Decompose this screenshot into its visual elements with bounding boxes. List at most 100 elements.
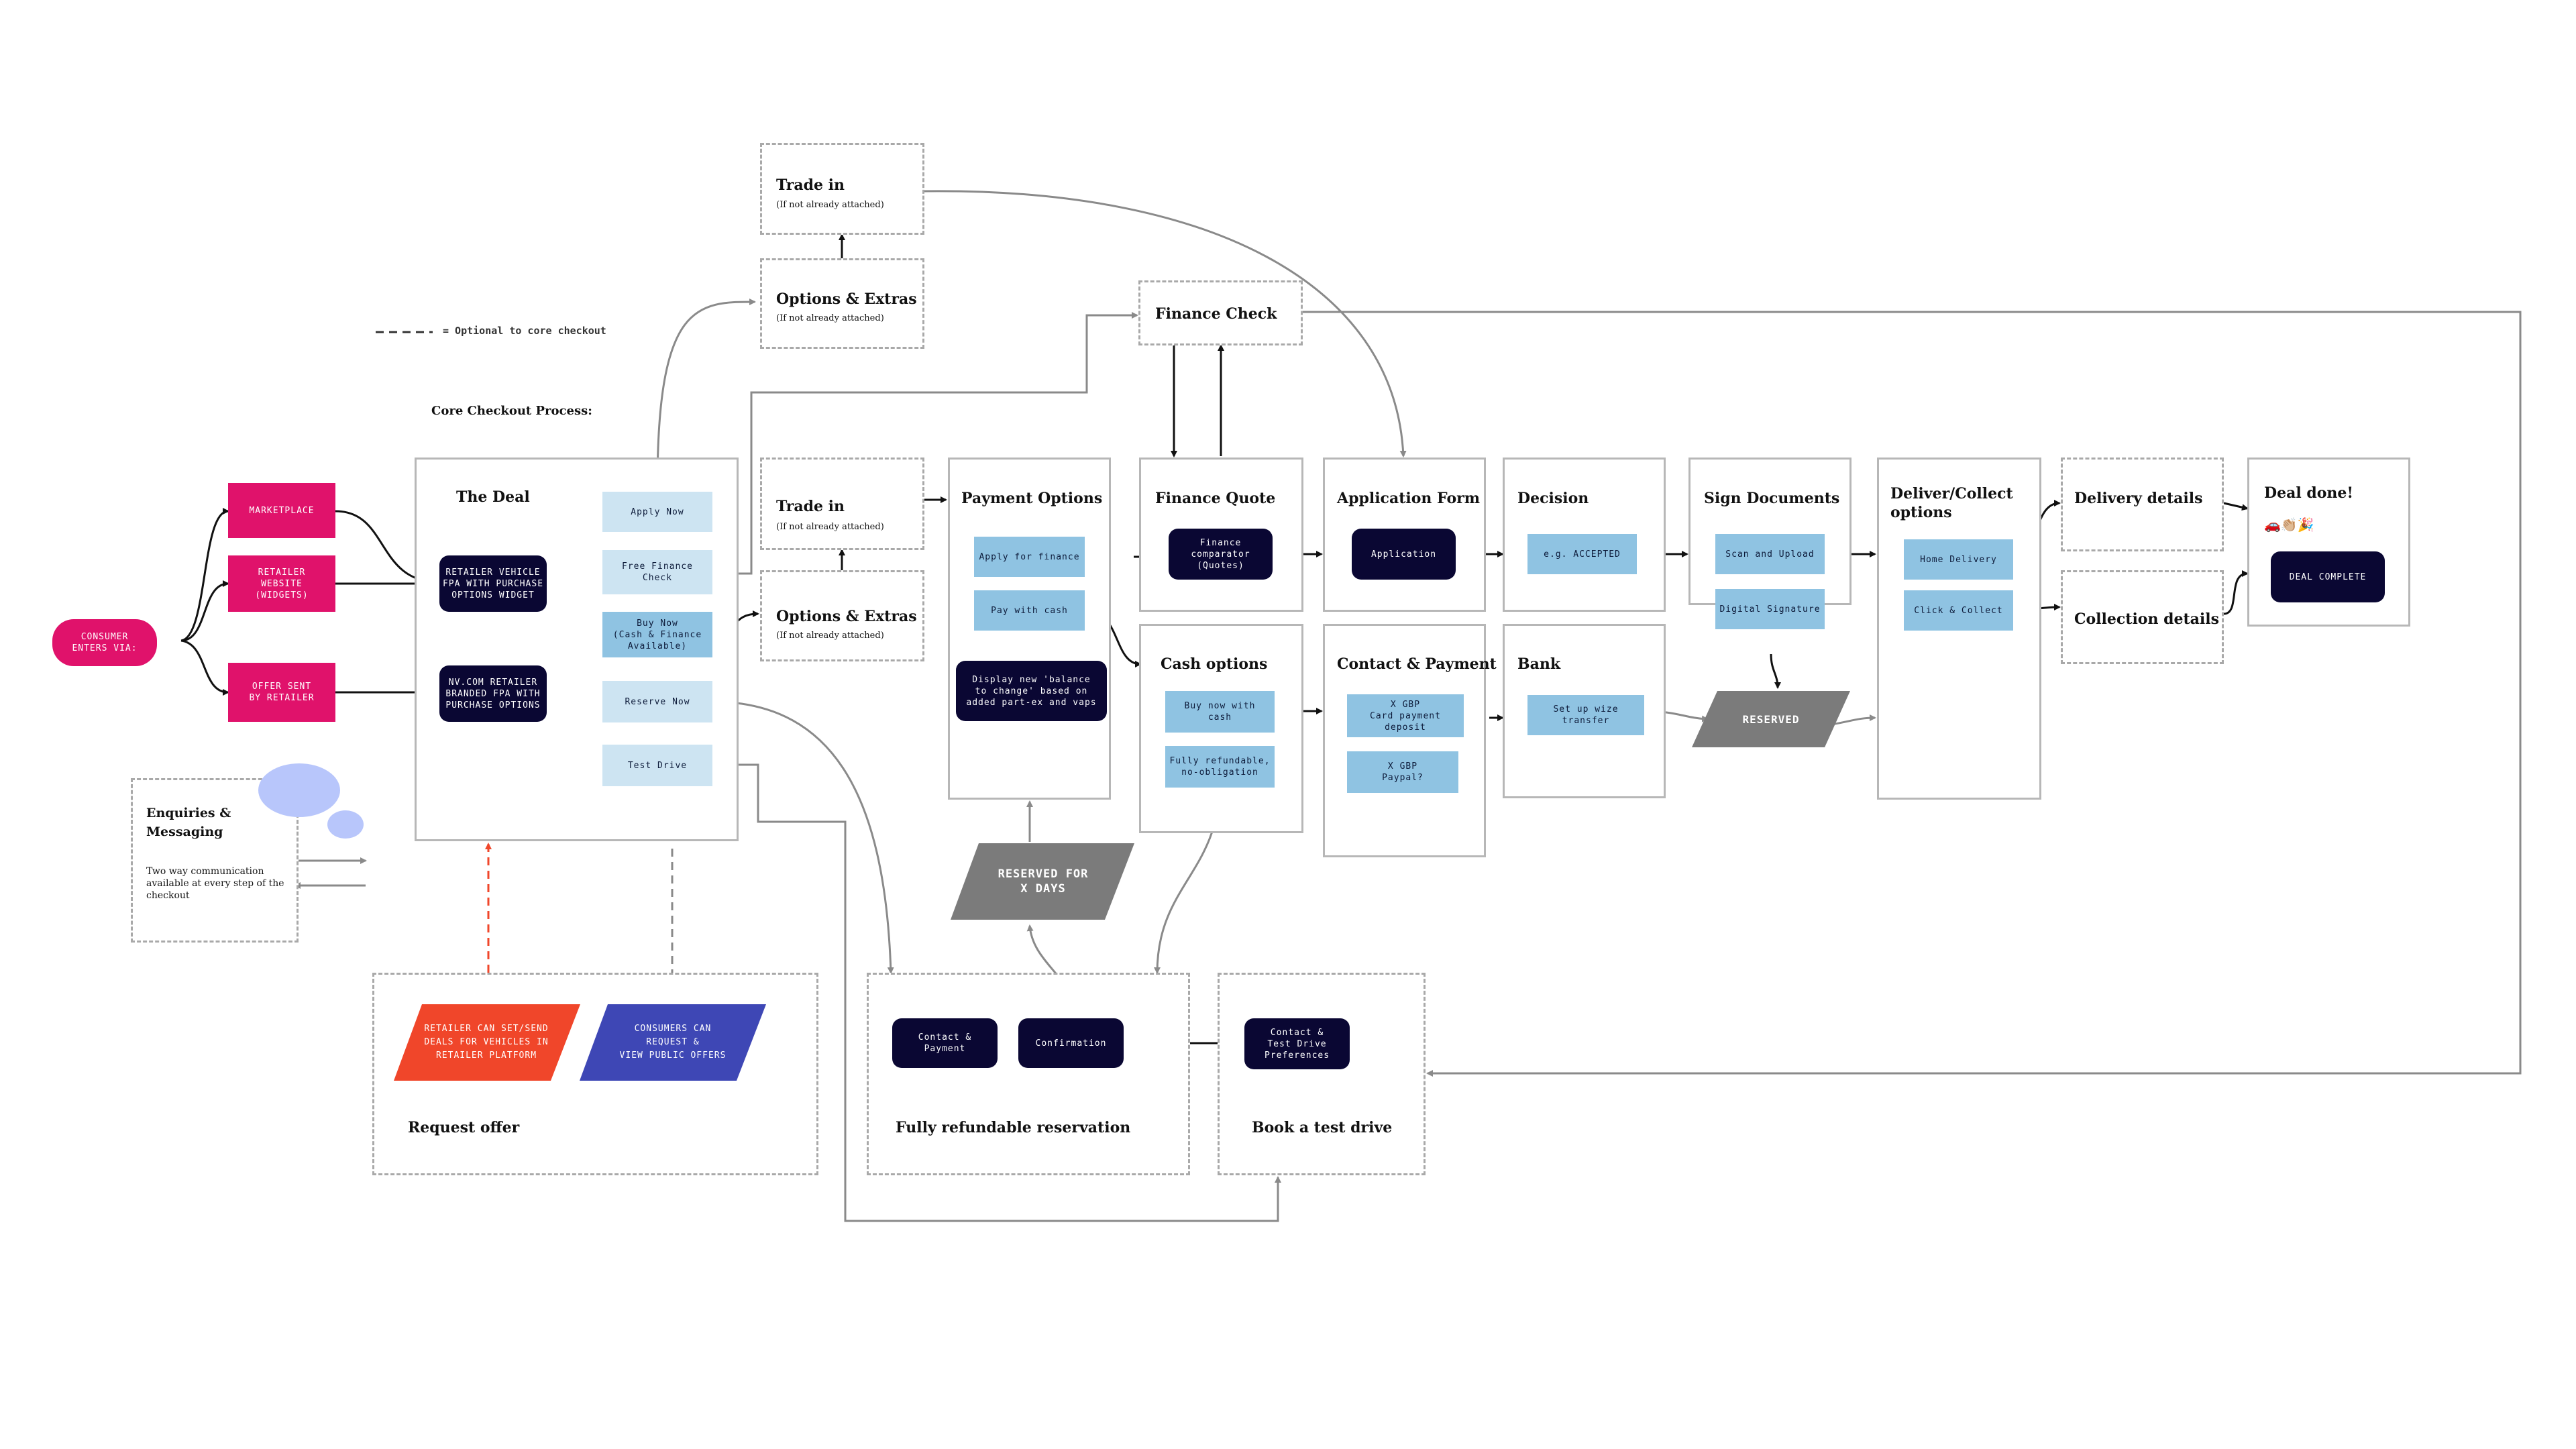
decision-title: Decision [1517,490,1589,507]
pay-with-cash-button[interactable]: Pay with cash [974,590,1085,631]
collection-details-title: Collection details [2074,610,2220,628]
test-drive-box [1218,973,1426,1175]
deal-title: The Deal [456,488,530,506]
reservation-contact-line-1: Contact & [918,1032,972,1042]
consumer-offer-line-1: CONSUMERS CAN [634,1024,712,1034]
enquiries-title-line-2: Messaging [146,824,223,839]
retailer-offer-line-2: DEALS FOR VEHICLES IN [424,1037,549,1047]
options-mid-sub: (If not already attached) [776,631,884,641]
finance-check-box [1138,280,1303,345]
home-delivery-button[interactable]: Home Delivery [1904,539,2013,580]
test-drive-pref-line-3: Preferences [1264,1050,1330,1061]
retailer-offer-shape [394,1004,580,1081]
consumer-offer-line-2: REQUEST & [646,1037,700,1047]
application-chip[interactable]: Application [1352,529,1456,580]
trade-in-top-title: Trade in [776,176,845,194]
collection-details-box [2061,570,2224,664]
confirmation-chip[interactable]: Confirmation [1018,1018,1124,1068]
widget2-line-2: BRANDED FPA WITH [445,688,541,699]
scan-upload-button[interactable]: Scan and Upload [1715,534,1825,574]
trade-in-top-sub: (If not already attached) [776,200,884,210]
test-drive-button[interactable]: Test Drive [602,745,712,786]
paypal-line-2: Paypal? [1382,773,1424,783]
options-top-sub: (If not already attached) [776,313,884,323]
balance-note-line-2: to change' based on [975,686,1088,696]
core-checkout-label: Core Checkout Process: [431,404,592,418]
comparator-line-3: (Quotes) [1197,560,1244,571]
request-offer-title: Request offer [408,1119,520,1136]
reservation-title: Fully refundable reservation [896,1119,1131,1136]
free-finance-line-1: Free Finance [622,561,693,572]
contact-payment-title: Contact & Payment [1337,655,1497,673]
deliver-collect-title-line-1: Deliver/Collect [1890,485,2013,502]
wire-transfer-line-1: Set up wize [1553,704,1619,714]
marketplace-node[interactable]: MARKETPLACE [228,483,335,538]
refundable-button[interactable]: Fully refundable,no-obligation [1165,746,1275,788]
sign-documents-title: Sign Documents [1704,490,1840,507]
retailer-offer-label: RETAILER CAN SET/SEND DEALS FOR VEHICLES … [409,1010,564,1075]
retailer-website-line-3: (WIDGETS) [255,590,309,600]
widget1-line-2: FPA WITH PURCHASE [442,578,544,589]
retailer-website-line-1: RETAILER [258,567,306,578]
retailer-website-line-2: WEBSITE [261,578,303,589]
apply-for-finance-button[interactable]: Apply for finance [974,537,1085,577]
buy-cash-line-2: cash [1208,712,1232,722]
deliver-collect-title-line-2: options [1890,504,1952,521]
widget2-line-3: PURCHASE OPTIONS [445,700,541,710]
cash-options-title: Cash options [1161,655,1268,673]
options-top-box [760,258,924,349]
offer-sent-line-2: BY RETAILER [249,693,315,703]
card-deposit-line-2: Card payment [1370,710,1441,721]
chat-bubble-small-icon [327,810,364,839]
wire-transfer-chip[interactable]: Set up wize transfer [1527,695,1644,735]
enquiries-title: Enquiries & Messaging [146,804,260,841]
reservation-contact-payment-chip[interactable]: Contact &Payment [892,1018,998,1068]
consumer-offer-label: CONSUMERS CAN REQUEST & VIEW PUBLIC OFFERS [596,1010,750,1075]
options-top-title: Options & Extras [776,290,917,308]
reserved-days-line-1: RESERVED FOR [998,867,1089,881]
buy-now-line-1: Buy Now [637,618,678,629]
offer-sent-line-1: OFFER SENT [252,682,312,692]
secondary-connectors [294,190,2522,1222]
sign-documents-box [1688,458,1851,605]
reserve-now-button[interactable]: Reserve Now [602,681,712,722]
decision-accepted-chip: e.g. ACCEPTED [1527,534,1637,574]
buy-now-line-3: Available) [627,641,688,651]
enquiries-box [131,778,299,943]
reservation-box [867,973,1190,1175]
test-drive-pref-line-1: Contact & [1270,1027,1324,1038]
consumer-offer-shape [580,1004,766,1081]
test-drive-pref-line-2: Test Drive [1267,1038,1327,1049]
click-collect-button[interactable]: Click & Collect [1904,590,2013,631]
refundable-line-2: no-obligation [1181,767,1258,777]
retailer-offer-line-1: RETAILER CAN SET/SEND [424,1024,549,1034]
bank-title: Bank [1517,655,1561,673]
legend-text: = Optional to core checkout [443,325,606,337]
paypal-chip[interactable]: X GBP Paypal? [1347,751,1458,793]
refundable-line-1: Fully refundable, [1169,756,1271,766]
reserved-label: RESERVED [1742,712,1800,726]
buy-cash-line-1: Buy now with [1184,701,1256,711]
enquiries-title-line-1: Enquiries & [146,806,231,820]
consumer-offer-line-3: VIEW PUBLIC OFFERS [619,1051,727,1061]
digital-signature-button[interactable]: Digital Signature [1715,589,1825,629]
widget1-line-3: OPTIONS WIDGET [451,590,535,600]
enquiries-body: Two way communication available at every… [146,866,284,901]
finance-check-title: Finance Check [1155,305,1277,323]
paypal-line-1: X GBP [1387,761,1418,771]
card-deposit-line-1: X GBP [1390,699,1421,710]
wire-transfer-line-2: transfer [1562,716,1610,726]
apply-now-button[interactable]: Apply Now [602,492,712,532]
